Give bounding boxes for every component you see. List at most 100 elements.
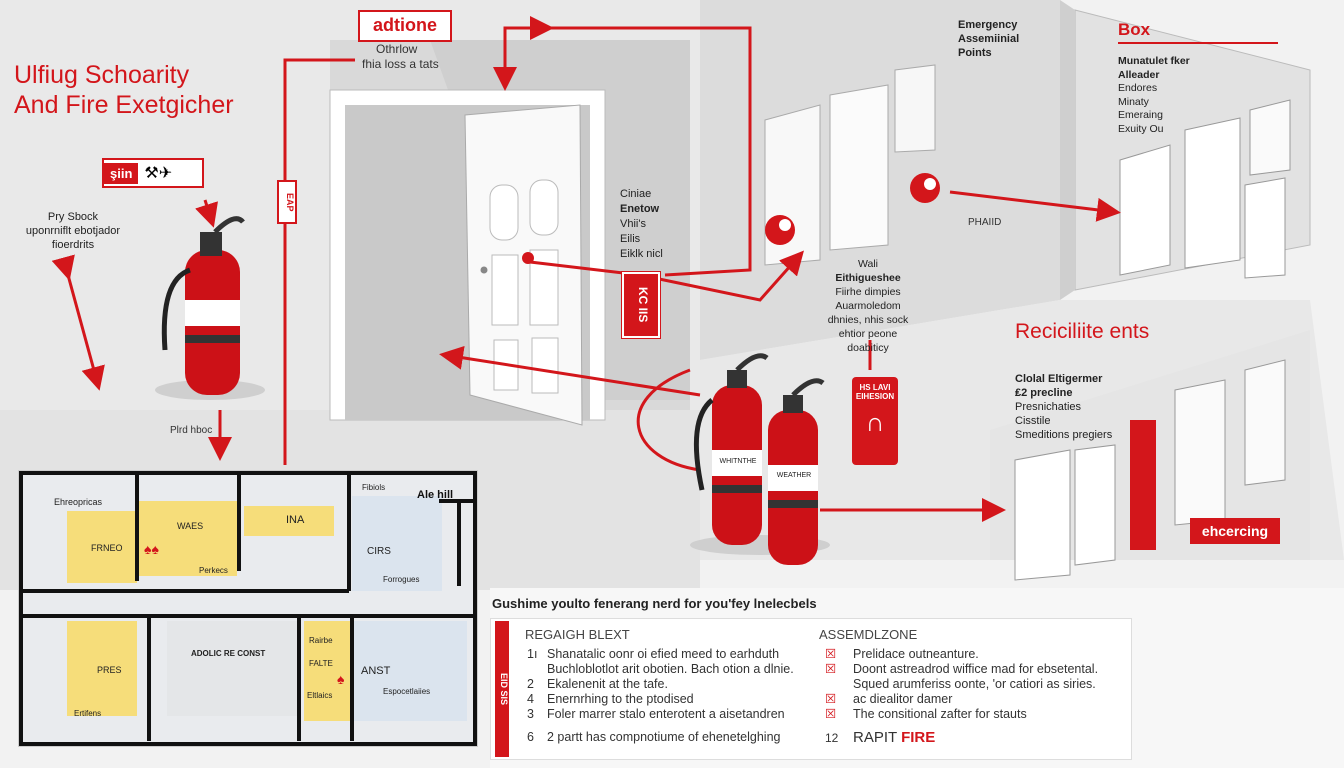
plan-room-13: Perkecs (199, 566, 228, 575)
plan-room-10: Espocetlaiies (383, 687, 431, 696)
reci-list: Clolal Eltigermer ₤2 precline Presnichat… (1015, 372, 1112, 442)
emergency-line-2: Assemiinial (958, 33, 1020, 45)
col2-list: ☒ Prelidace outneanture. ☒Doont astreadro… (825, 647, 1125, 746)
door-label-1: Ciniae (620, 188, 652, 200)
col1-text: Shanatalic oonr oi efied meed to earhdut… (547, 647, 780, 661)
mid-line-1: Wali (857, 258, 879, 270)
reci-line-3: Presnichaties (1015, 401, 1082, 413)
side-vertical-badge: EAP (277, 180, 297, 224)
reci-title: Reciciliite ents (1015, 320, 1150, 343)
top-sub-2: fhia loss a tats (362, 57, 439, 71)
plan-room-1: Ehreopricas (54, 497, 103, 507)
col1-text: Foler marrer stalo enterotent a aisetand… (547, 707, 785, 721)
exit-sign: HS LAVI EIHESION ∩ (852, 377, 898, 465)
top-badge: adtione (358, 10, 452, 42)
top-sub-1: Othrlow (376, 42, 418, 56)
exit-arrow-icon: ∩ (865, 407, 885, 437)
box-line-5: Emeraing (1118, 109, 1163, 121)
title-line-1: Ulfiug Schoarity (14, 61, 190, 89)
mid-line-7: doabiticy (847, 342, 889, 354)
sign-line-1: HS LAVI (859, 383, 891, 392)
col2-item: ☒ Prelidace outneanture. (825, 647, 1125, 662)
page-title: Ulfiug Schoarity And Fire Exetgicher (14, 60, 234, 120)
checkbox-icon: ☒ (825, 707, 837, 721)
door-label-2: Enetow (620, 203, 660, 215)
pry-line-2: uponrniflt ebotjador (25, 225, 121, 237)
col2-item: Squed arumferiss oonte, 'or catiori as s… (825, 677, 1125, 692)
col2-item: ☒Doont astreadrod wiffice mad for ebsete… (825, 662, 1125, 677)
left-badge-label: şiin (104, 162, 139, 184)
extinguisher-marker-icon: ♠♠ (144, 541, 159, 557)
plan-room-9: ANST (361, 665, 391, 677)
floor-plan-walls (19, 471, 477, 746)
box-line-2: Alleader (1118, 68, 1160, 81)
plan-misc-1: Fibiols (362, 483, 386, 492)
title-line-2: And Fire Exetgicher (14, 91, 234, 119)
col2-item: ☒The consitional zafter for stauts (825, 707, 1125, 722)
reci-line-1: Clolal Eltigermer (1015, 373, 1103, 385)
box-line-4: Minaty (1118, 95, 1149, 108)
tools-icon: ⚒✈ (144, 165, 173, 182)
col1-title: REGAIGH BLEXT (525, 627, 630, 642)
col1-text: Ekalenenit at the tafe. (547, 677, 668, 691)
box-title: Box (1118, 20, 1278, 44)
pry-line-1: Pry Sbock (47, 211, 99, 223)
pry-label: Pry Sbock uponrniflt ebotjador fioerdrit… (18, 210, 128, 252)
col2-item: ☒ac diealitor damer (825, 692, 1125, 707)
mid-line-2: Eithigueshee (835, 272, 901, 284)
floor-plan: Ale hill Ehreopricas WAES INA FRNEO CIRS… (18, 470, 478, 747)
plan-misc-3: FALTE (309, 659, 333, 668)
mid-line-4: Auarmoledom (835, 300, 901, 312)
col2-text: Squed arumferiss oonte, 'or catiori as s… (853, 677, 1096, 691)
plan-room-2: WAES (177, 521, 204, 531)
col1-list: 1ı Shanatalic oonr oi efied meed to earhd… (527, 647, 827, 745)
box-line-6: Exuity Ou (1118, 122, 1164, 135)
plan-room-8: PRES (97, 665, 122, 675)
col1-num: 6 (527, 730, 534, 744)
checkbox-icon: ☒ (825, 647, 837, 661)
bottom-heading: Gushime youlto fenerang nerd for you'fey… (492, 596, 817, 611)
left-badge: şiin ⚒✈ (102, 158, 204, 188)
box-list: Munatulet fker Alleader Endores Minaty E… (1118, 55, 1190, 136)
box-line-3: Endores (1118, 82, 1158, 94)
plan-room-4: FRNEO (91, 543, 123, 553)
col1-text: Buchloblotlot arit obotien. Bach otion a… (547, 662, 794, 676)
col1-item: 4 Enernrhing to the ptodised (527, 692, 827, 707)
plan-misc-2: Rairbe (309, 636, 333, 645)
emergency-line-3: Points (958, 47, 992, 59)
col2-text: Prelidace outneanture. (853, 647, 979, 661)
col1-num: 1ı (527, 647, 538, 661)
plan-room-7: ADOLIC RE CONST (191, 649, 266, 658)
last-word: RAPIT (853, 729, 897, 746)
plan-room-6: Forrogues (383, 575, 420, 584)
checkbox-icon: ☒ (825, 662, 837, 676)
col1-num: 3 (527, 707, 534, 721)
emergency-label: Emergency Assemiinial Points (958, 18, 1019, 60)
pry-line-3: fioerdrits (51, 239, 95, 251)
col1-item: 3 Foler marrer stalo enterotent a aisetan… (527, 707, 827, 722)
emergency-line-1: Emergency (958, 19, 1018, 31)
extinguisher-tag-2: WEATHER (776, 472, 812, 479)
col1-text: Enernrhing to the ptodised (547, 692, 694, 706)
exit-vertical-badge: KC IIS (621, 271, 661, 339)
plan-room-3: INA (286, 514, 305, 526)
door-label-3: Vhii's (620, 218, 646, 230)
mid-line-5: dhnies, nhis sock (827, 314, 909, 326)
plan-room-12: Ertifens (74, 709, 102, 718)
phaid-label: PHAIID (968, 217, 1002, 228)
extinguisher-tag-1: WHITNTHE (719, 458, 757, 465)
col1-item: Buchloblotlot arit obotien. Bach otion a… (527, 662, 827, 677)
plan-ale-hill: Ale hill (417, 489, 454, 501)
col1-num: 4 (527, 692, 534, 706)
col1-item: 2 Ekalenenit at the tafe. (527, 677, 827, 692)
col1-num: 2 (527, 677, 534, 691)
reci-line-4: Cisstile (1015, 415, 1051, 427)
door-labels: Ciniae Enetow Vhii's Eilis Eiklk nicl (620, 187, 663, 262)
col2-text: ac diealitor damer (853, 692, 953, 706)
last-num: 12 (825, 731, 839, 745)
